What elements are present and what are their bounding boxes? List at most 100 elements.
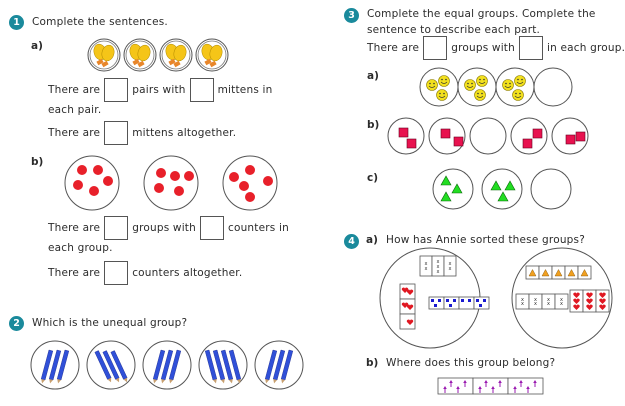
- heart: [599, 304, 606, 310]
- blue-square: [446, 299, 449, 302]
- blue-pencil: [228, 349, 242, 384]
- red-counter: [229, 172, 239, 182]
- pink-square: [522, 138, 533, 149]
- purple-arrow: [478, 386, 482, 393]
- x-mark: x: [449, 261, 452, 267]
- blue-pencil: [220, 349, 234, 384]
- heart: [573, 304, 580, 310]
- red-counter: [103, 176, 113, 186]
- heart: [406, 289, 414, 295]
- x-mark: x: [449, 266, 452, 272]
- q1b-sentence-1: There are groups with counters in: [48, 216, 289, 240]
- square-group-circle: [510, 117, 548, 155]
- sentence-text: pairs with: [132, 84, 186, 96]
- heart: [586, 298, 593, 304]
- blue-square: [483, 299, 486, 302]
- arrow-card: [507, 377, 544, 395]
- blue-pencil: [272, 349, 286, 384]
- blue-square-card: [443, 296, 460, 310]
- smiley-face-icon: [502, 79, 514, 91]
- smiley-face-icon: [512, 89, 524, 101]
- heart: [599, 298, 606, 304]
- blue-square-card: [428, 296, 445, 310]
- answer-box-counters-per-group[interactable]: [199, 216, 224, 240]
- answer-box-counters-total[interactable]: [104, 261, 129, 285]
- smileys-picture: [419, 67, 573, 107]
- smiley-group-circle: [419, 67, 459, 107]
- green-triangle: [497, 191, 509, 202]
- blue-square-card: [458, 296, 475, 310]
- counter-group-circle: [143, 155, 199, 211]
- blue-square: [453, 299, 456, 302]
- heart: [586, 292, 593, 298]
- smiley-face-icon: [436, 89, 448, 101]
- blue-pencil: [48, 349, 62, 384]
- question-4-badge: 4: [344, 234, 359, 249]
- purple-arrow: [513, 386, 517, 393]
- smiley-group-circle: [533, 67, 573, 107]
- answer-box-mittens-per-pair[interactable]: [189, 78, 214, 102]
- q4a-question: How has Annie sorted these groups?: [386, 234, 585, 246]
- triangles-picture: [432, 168, 572, 210]
- q4b-question: Where does this group belong?: [386, 357, 556, 369]
- q1a-sentence-1-cont: each pair.: [48, 104, 102, 116]
- answer-box-groups[interactable]: [423, 36, 448, 60]
- blue-square: [476, 299, 479, 302]
- q4a-label: a): [366, 234, 378, 246]
- x-mark: x: [521, 301, 524, 307]
- x-mark: x: [547, 297, 550, 303]
- red-counter: [73, 180, 83, 190]
- blue-pencil: [40, 349, 54, 384]
- purple-arrow: [519, 380, 523, 387]
- pink-square: [532, 128, 543, 139]
- orange-triangle: [528, 269, 537, 277]
- q3b-label: b): [367, 119, 380, 131]
- x-mark: x: [534, 297, 537, 303]
- pencil-group-circle: [198, 340, 248, 390]
- purple-arrow: [484, 380, 488, 387]
- mitten-pair-icon: [129, 43, 151, 68]
- red-counter: [93, 165, 103, 175]
- answer-box-groups[interactable]: [104, 216, 129, 240]
- red-counter: [77, 165, 87, 175]
- counter-group-circle: [222, 155, 278, 211]
- q3c-label: c): [367, 172, 379, 184]
- x-mark: x: [560, 301, 563, 307]
- x-mark: x: [437, 269, 440, 275]
- mitten-pair-icon: [201, 43, 223, 68]
- blue-pencil: [94, 350, 112, 383]
- question-2-title: Which is the unequal group?: [32, 317, 188, 329]
- heart: [599, 292, 606, 298]
- answer-box-mittens-total[interactable]: [104, 121, 129, 145]
- green-triangle: [490, 180, 502, 191]
- sentence-text: counters altogether.: [132, 267, 243, 279]
- blue-square: [438, 299, 441, 302]
- blue-pencil: [110, 350, 128, 383]
- orange-triangle: [580, 269, 589, 277]
- q1b-sentence-2: There are counters altogether.: [48, 261, 242, 285]
- question-1-title: Complete the sentences.: [32, 16, 168, 28]
- square-group-circle: [469, 117, 507, 155]
- smiley-face-icon: [514, 75, 526, 87]
- heart: [573, 292, 580, 298]
- sentence-text: groups with: [451, 42, 515, 54]
- x-mark: x: [425, 266, 428, 272]
- question-3-badge: 3: [344, 8, 359, 23]
- blue-pencil: [160, 349, 174, 384]
- heart: [406, 304, 414, 310]
- green-triangle: [451, 183, 463, 194]
- smiley-group-circle: [495, 67, 535, 107]
- q1b-sentence-1-cont: each group.: [48, 242, 113, 254]
- answer-box-pairs[interactable]: [104, 78, 129, 102]
- q3-sentence: There are groups with in each group.: [367, 36, 625, 60]
- triangle-group-circle: [530, 168, 572, 210]
- sentence-text: There are: [48, 267, 101, 279]
- blue-square: [461, 299, 464, 302]
- q1a-label: a): [31, 40, 43, 52]
- smiley-face-icon: [464, 79, 476, 91]
- answer-box-per-group[interactable]: [518, 36, 543, 60]
- sentence-text: There are: [48, 84, 101, 96]
- x-card: [554, 293, 569, 310]
- red-counter: [174, 186, 184, 196]
